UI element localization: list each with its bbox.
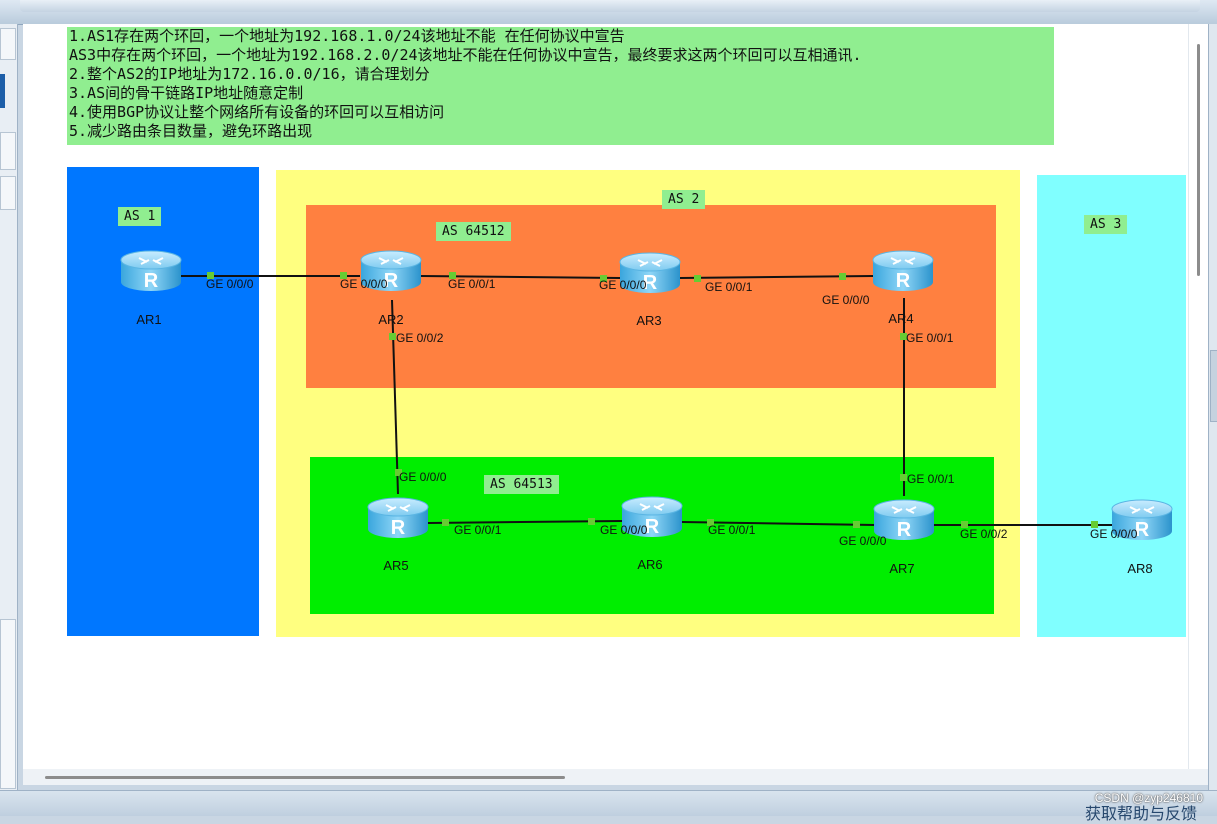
as1-area[interactable]	[67, 167, 259, 636]
right-side-panel	[1208, 24, 1217, 790]
csdn-watermark: CSDN @zyp246810	[1094, 791, 1203, 805]
note-line-4: 3.AS间的骨干链路IP地址随意定制	[69, 84, 304, 102]
port-label: GE 0/0/0	[822, 293, 870, 307]
port-dot	[207, 272, 214, 279]
port-label: GE 0/0/2	[396, 331, 444, 345]
port-label: GE 0/0/1	[907, 472, 955, 486]
port-dot	[707, 519, 714, 526]
port-dot	[395, 469, 402, 476]
note-line-1: 1.AS1存在两个环回，一个地址为192.168.1.0/24该地址不能 在任何…	[69, 27, 625, 45]
router-ar1[interactable]	[120, 250, 182, 293]
status-bar: 获取帮助与反馈	[0, 790, 1217, 823]
router-ar4[interactable]	[872, 250, 934, 293]
as3-label[interactable]: AS 3	[1084, 215, 1128, 234]
as1-label[interactable]: AS 1	[118, 207, 162, 226]
as64512-area[interactable]	[306, 205, 996, 388]
note-line-5: 4.使用BGP协议让整个网络所有设备的环回可以互相访问	[69, 103, 445, 121]
note-line-2: AS3中存在两个环回，一个地址为192.168.2.0/24该地址不能在任何协议…	[69, 46, 862, 64]
port-label: GE 0/0/1	[906, 331, 954, 345]
router-icon	[120, 250, 182, 293]
router-icon	[872, 250, 934, 293]
port-label: GE 0/0/0	[340, 277, 388, 291]
horizontal-scrollbar[interactable]	[23, 769, 1208, 785]
title-bar-inner	[20, 0, 1200, 12]
left-panel-button-1[interactable]	[0, 28, 16, 60]
vertical-scroll-thumb[interactable]	[1197, 44, 1200, 276]
port-dot	[389, 333, 396, 340]
horizontal-scroll-thumb[interactable]	[45, 776, 565, 779]
port-dot	[961, 521, 968, 528]
port-dot	[1091, 521, 1098, 528]
as64512-label[interactable]: AS 64512	[436, 222, 511, 241]
port-label: GE 0/0/0	[206, 277, 254, 291]
port-dot	[900, 333, 907, 340]
router-name-ar4: AR4	[888, 311, 913, 326]
right-panel-toggle[interactable]	[1210, 350, 1217, 422]
router-name-ar5: AR5	[383, 558, 408, 573]
router-icon	[367, 497, 429, 540]
port-label: GE 0/0/1	[448, 277, 496, 291]
port-label: GE 0/0/0	[600, 523, 648, 537]
port-label: GE 0/0/1	[705, 280, 753, 294]
vertical-scrollbar[interactable]	[1188, 24, 1209, 769]
router-name-ar3: AR3	[636, 313, 661, 328]
requirements-note[interactable]: 1.AS1存在两个环回，一个地址为192.168.1.0/24该地址不能 在任何…	[67, 27, 1054, 145]
port-dot	[900, 474, 907, 481]
port-label: GE 0/0/1	[708, 523, 756, 537]
left-panel-button-2[interactable]	[0, 132, 16, 170]
router-ar5[interactable]	[367, 497, 429, 540]
port-dot	[600, 275, 607, 282]
window-title-bar	[0, 0, 1217, 25]
router-name-ar8: AR8	[1127, 561, 1152, 576]
port-label: GE 0/0/0	[839, 534, 887, 548]
left-panel-marker	[0, 74, 5, 108]
link-ar6-ar7[interactable]	[681, 521, 876, 526]
port-dot	[839, 273, 846, 280]
port-dot	[442, 519, 449, 526]
port-dot	[853, 521, 860, 528]
as3-area[interactable]	[1037, 175, 1186, 637]
port-label: GE 0/0/0	[399, 470, 447, 484]
link-ar2-ar5[interactable]	[391, 299, 399, 495]
left-side-panel	[0, 24, 18, 790]
router-name-ar6: AR6	[637, 557, 662, 572]
port-label: GE 0/0/0	[599, 278, 647, 292]
port-label: GE 0/0/1	[454, 523, 502, 537]
port-dot	[449, 272, 456, 279]
as64513-label[interactable]: AS 64513	[484, 475, 559, 494]
port-dot	[340, 272, 347, 279]
left-panel-pane	[0, 619, 16, 789]
note-line-6: 5.减少路由条目数量，避免环路出现	[69, 122, 313, 140]
router-name-ar1: AR1	[136, 312, 161, 327]
port-dot	[694, 275, 701, 282]
left-panel-button-3[interactable]	[0, 176, 16, 210]
port-label: GE 0/0/0	[1090, 527, 1138, 541]
as2-label[interactable]: AS 2	[662, 190, 706, 209]
note-line-3: 2.整个AS2的IP地址为172.16.0.0/16，请合理划分	[69, 65, 430, 83]
port-dot	[588, 518, 595, 525]
router-name-ar7: AR7	[889, 561, 914, 576]
port-label: GE 0/0/2	[960, 527, 1008, 541]
router-name-ar2: AR2	[378, 312, 403, 327]
